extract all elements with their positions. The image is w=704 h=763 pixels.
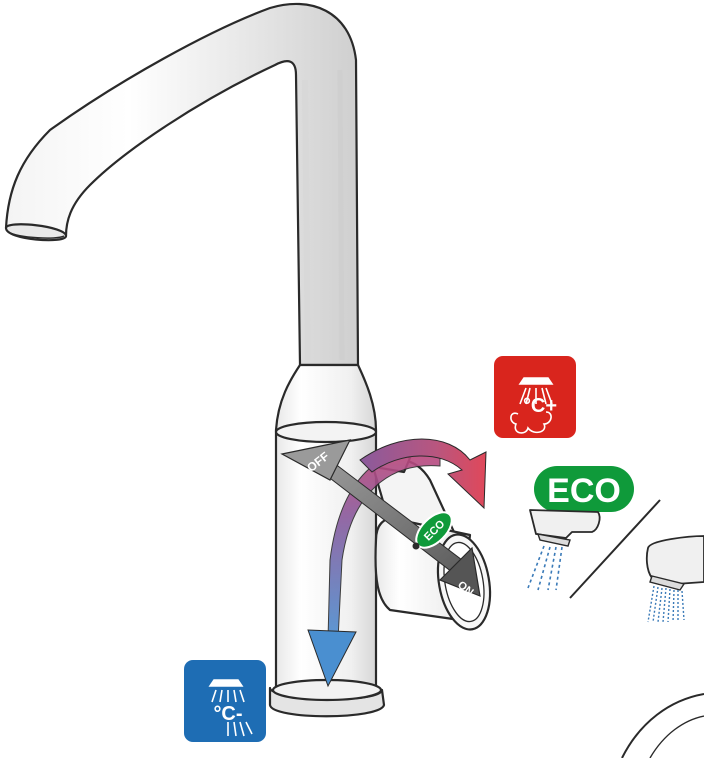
hot-water-tile: °C+ bbox=[494, 356, 576, 438]
sink-inner-edge bbox=[650, 716, 704, 758]
svg-text:°C-: °C- bbox=[213, 703, 242, 725]
indicator-dot bbox=[413, 543, 420, 550]
sink-edge bbox=[622, 694, 704, 758]
cold-water-tile: °C- bbox=[184, 660, 266, 742]
svg-text:ECO: ECO bbox=[547, 472, 621, 510]
eco-badge: ECO bbox=[534, 466, 634, 512]
spout bbox=[6, 4, 358, 365]
full-spray-icon bbox=[647, 536, 704, 622]
svg-text:°C+: °C+ bbox=[523, 395, 557, 417]
